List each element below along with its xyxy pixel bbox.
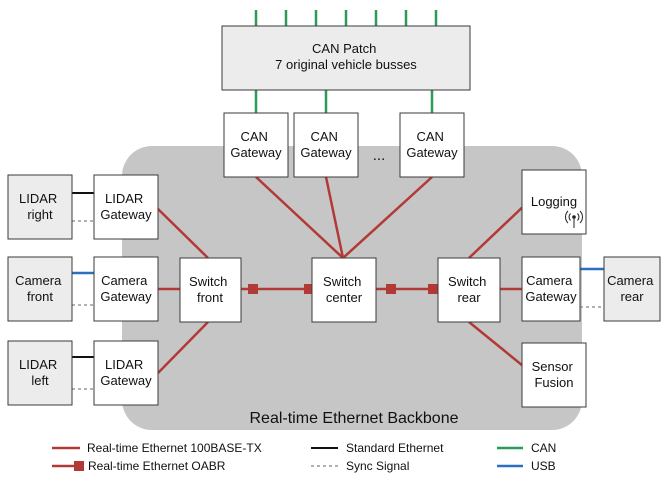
camera-gateway-rear-line-2: Gateway bbox=[525, 289, 577, 304]
sensor-fusion-line-2: Fusion bbox=[534, 375, 573, 390]
sync-signal-links bbox=[72, 220, 604, 390]
logging-box: Logging bbox=[521, 169, 587, 235]
svg-text:Switch rear: Switch rear bbox=[448, 274, 490, 305]
can-bus-stubs bbox=[254, 10, 438, 26]
switch-center-line-1: Switch bbox=[323, 274, 361, 289]
svg-text:CAN Gateway: CAN Gateway bbox=[230, 129, 282, 160]
usb-links bbox=[72, 267, 604, 275]
switch-center-box: Switch center bbox=[311, 257, 377, 323]
legend-rt-oabr-label: Real-time Ethernet OABR bbox=[88, 459, 226, 473]
can-patch-title: CAN Patch bbox=[312, 41, 376, 56]
oabr-links bbox=[241, 284, 438, 294]
can-patch-box: CAN Patch 7 original vehicle busses bbox=[221, 25, 471, 91]
lidar-gateway-bottom-box: LIDAR Gateway bbox=[93, 340, 159, 406]
legend: Real-time Ethernet 100BASE-TX Real-time … bbox=[52, 441, 556, 473]
svg-text:LIDAR right: LIDAR right bbox=[19, 191, 61, 222]
switch-center-line-2: center bbox=[326, 290, 363, 305]
camera-front-line-2: front bbox=[27, 289, 53, 304]
switch-front-line-1: Switch bbox=[189, 274, 227, 289]
svg-text:LIDAR Gateway: LIDAR Gateway bbox=[100, 357, 152, 388]
legend-sync-signal: Sync Signal bbox=[311, 459, 409, 473]
svg-text:Switch front: Switch front bbox=[189, 274, 231, 305]
svg-text:Switch center: Switch center bbox=[323, 274, 365, 305]
switch-front-box: Switch front bbox=[179, 257, 242, 323]
svg-text:LIDAR Gateway: LIDAR Gateway bbox=[100, 191, 152, 222]
can-gateway-ellipsis: ... bbox=[373, 147, 386, 164]
logging-label: Logging bbox=[531, 194, 577, 209]
svg-text:Sensor Fusion: Sensor Fusion bbox=[532, 359, 577, 390]
camera-gateway-rear-box: Camera Gateway bbox=[521, 256, 581, 322]
lidar-gateway-bottom-line-1: LIDAR bbox=[105, 357, 143, 372]
rt-ethernet-links bbox=[157, 176, 529, 374]
legend-usb-label: USB bbox=[531, 459, 556, 473]
lidar-gateway-bottom-line-2: Gateway bbox=[100, 373, 152, 388]
can-gateway-2: CAN Gateway bbox=[293, 112, 359, 178]
switch-rear-box: Switch rear bbox=[437, 257, 501, 323]
camera-gateway-front-box: Camera Gateway bbox=[93, 256, 159, 322]
camera-gateway-rear-line-1: Camera bbox=[526, 273, 573, 288]
legend-rt-100base: Real-time Ethernet 100BASE-TX bbox=[52, 441, 262, 455]
lidar-right-box: LIDAR right bbox=[7, 174, 73, 240]
lidar-right-line-2: right bbox=[27, 207, 53, 222]
can-patch-links bbox=[254, 90, 434, 113]
lidar-gateway-top-line-1: LIDAR bbox=[105, 191, 143, 206]
svg-text:CAN Gateway: CAN Gateway bbox=[406, 129, 458, 160]
switch-rear-line-1: Switch bbox=[448, 274, 486, 289]
can-gateway-3: CAN Gateway bbox=[399, 112, 465, 178]
svg-text:Camera front: Camera front bbox=[15, 273, 65, 304]
camera-rear-line-2: rear bbox=[620, 289, 644, 304]
sensor-fusion-box: Sensor Fusion bbox=[521, 342, 587, 408]
camera-front-box: Camera front bbox=[7, 256, 73, 322]
standard-ethernet-links bbox=[72, 192, 94, 358]
legend-sync-signal-label: Sync Signal bbox=[346, 459, 409, 473]
camera-gateway-front-line-1: Camera bbox=[101, 273, 148, 288]
legend-rt-100base-label: Real-time Ethernet 100BASE-TX bbox=[87, 441, 262, 455]
can-gateway-3-line-2: Gateway bbox=[406, 145, 458, 160]
camera-rear-box: Camera rear bbox=[603, 256, 661, 322]
can-gateway-3-line-1: CAN bbox=[416, 129, 443, 144]
can-gateway-2-line-2: Gateway bbox=[300, 145, 352, 160]
legend-standard-ethernet: Standard Ethernet bbox=[311, 441, 444, 455]
can-gateway-1-line-2: Gateway bbox=[230, 145, 282, 160]
backbone-label: Real-time Ethernet Backbone bbox=[250, 410, 459, 427]
lidar-left-line-1: LIDAR bbox=[19, 357, 57, 372]
camera-rear-line-1: Camera bbox=[607, 273, 654, 288]
svg-text:Camera Gateway: Camera Gateway bbox=[100, 273, 152, 304]
lidar-left-line-2: left bbox=[31, 373, 49, 388]
svg-text:Camera Gateway: Camera Gateway bbox=[525, 273, 577, 304]
legend-can-label: CAN bbox=[531, 441, 556, 455]
legend-rt-oabr: Real-time Ethernet OABR bbox=[52, 459, 226, 473]
legend-usb: USB bbox=[497, 459, 556, 473]
svg-text:LIDAR left: LIDAR left bbox=[19, 357, 61, 388]
can-gateway-1-line-1: CAN bbox=[240, 129, 267, 144]
lidar-gateway-top-line-2: Gateway bbox=[100, 207, 152, 222]
svg-text:Camera rear: Camera rear bbox=[607, 273, 657, 304]
legend-standard-ethernet-label: Standard Ethernet bbox=[346, 441, 444, 455]
can-gateway-2-line-1: CAN bbox=[310, 129, 337, 144]
lidar-right-line-1: LIDAR bbox=[19, 191, 57, 206]
lidar-gateway-top-box: LIDAR Gateway bbox=[93, 174, 159, 240]
legend-can: CAN bbox=[497, 441, 556, 455]
camera-gateway-front-line-2: Gateway bbox=[100, 289, 152, 304]
camera-front-line-1: Camera bbox=[15, 273, 62, 288]
wireless-antenna-icon bbox=[565, 210, 583, 228]
can-patch-subtitle: 7 original vehicle busses bbox=[275, 57, 417, 72]
svg-text:CAN Gateway: CAN Gateway bbox=[300, 129, 352, 160]
sensor-fusion-line-1: Sensor bbox=[532, 359, 574, 374]
switch-front-line-2: front bbox=[197, 290, 223, 305]
can-gateway-1: CAN Gateway bbox=[223, 112, 289, 178]
switch-rear-line-2: rear bbox=[457, 290, 481, 305]
lidar-left-box: LIDAR left bbox=[7, 340, 73, 406]
svg-text:CAN Patch 7 original veh: CAN Patch 7 original vehicle busses bbox=[275, 41, 417, 72]
